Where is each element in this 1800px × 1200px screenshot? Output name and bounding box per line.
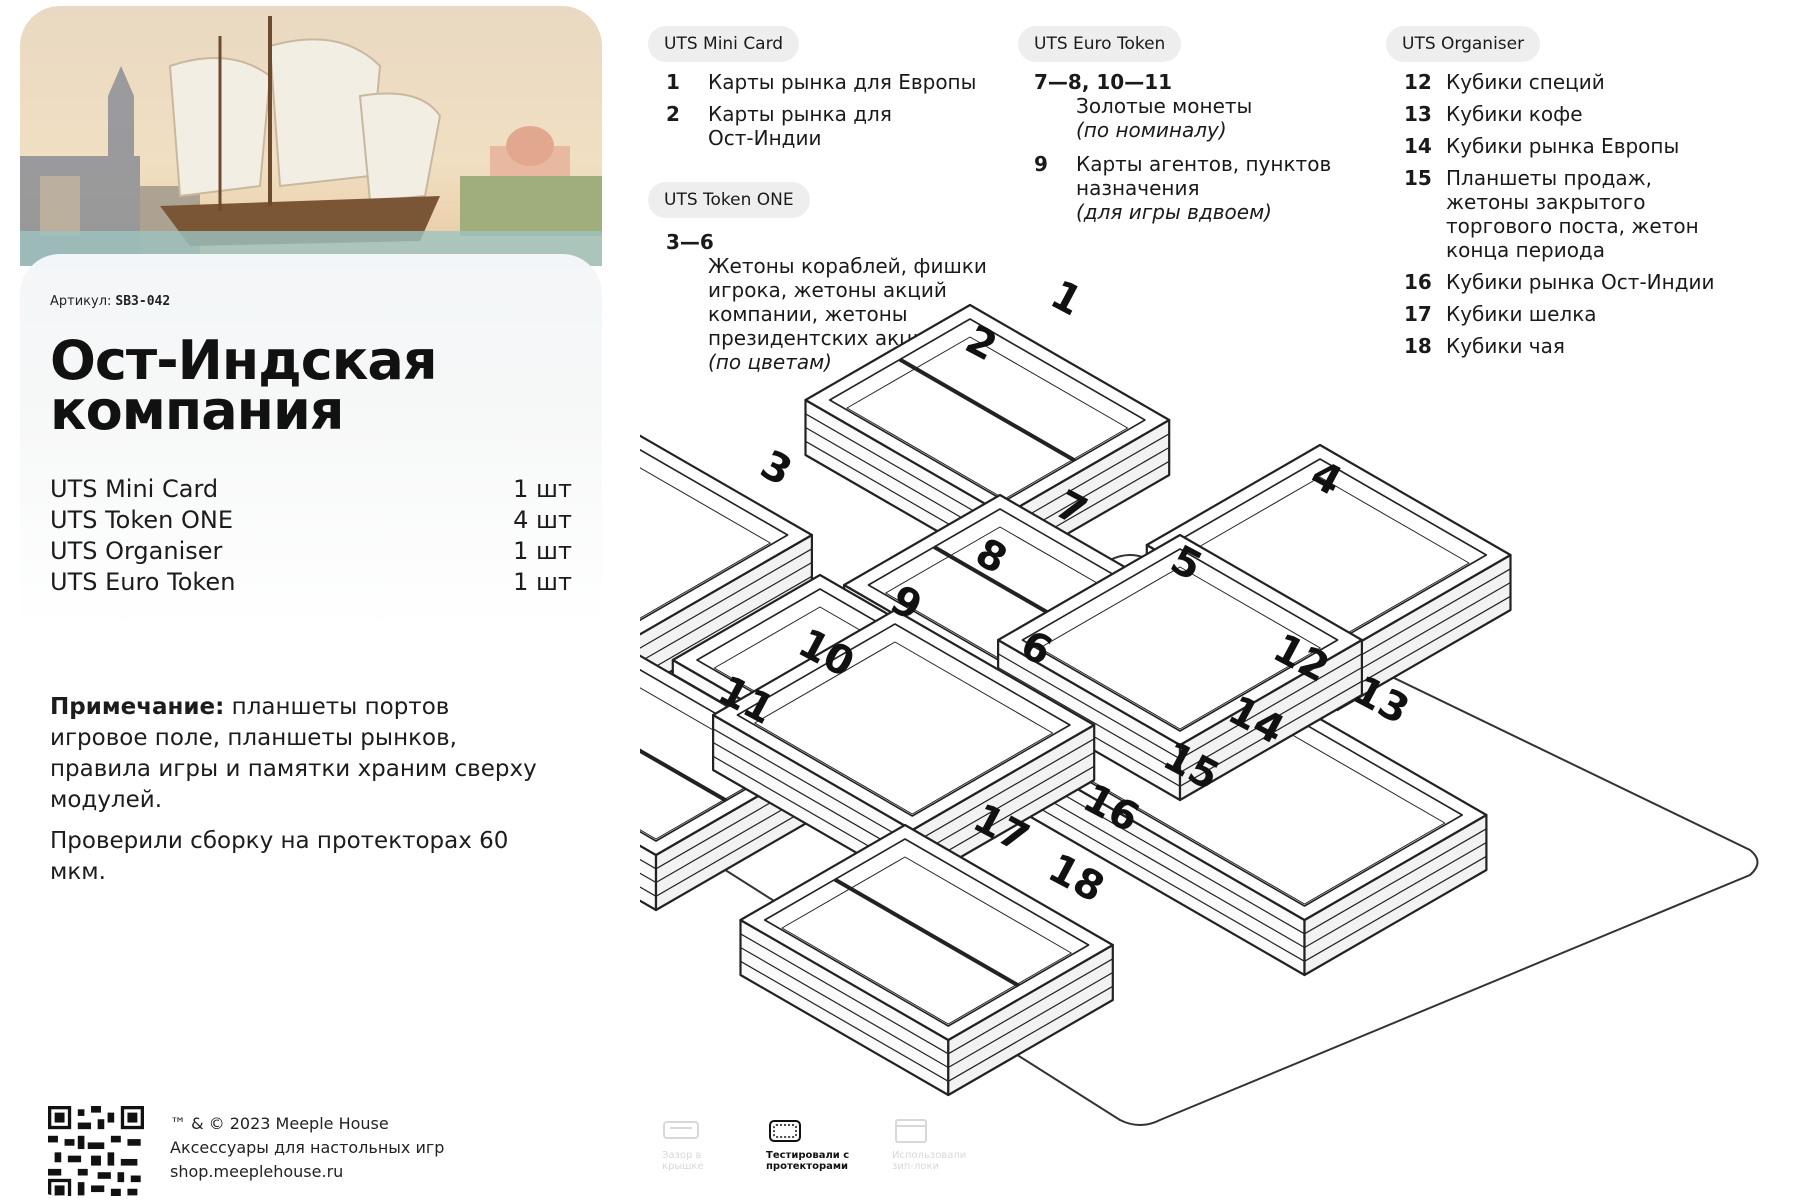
legend-text: Кубики кофе xyxy=(1446,102,1583,126)
legend-text-block: Карты агентов, пунктов назначения (для и… xyxy=(1076,152,1344,224)
label-3: 3 xyxy=(753,442,799,496)
icon-lid-gap: Зазор в крышке xyxy=(662,1118,732,1172)
component-qty: 1 шт xyxy=(513,537,572,565)
legend-text: Карты рынка для Европы xyxy=(708,70,977,94)
legend-num: 2 xyxy=(666,102,680,126)
legend-num: 13 xyxy=(1404,102,1432,126)
component-qty: 4 шт xyxy=(513,506,572,534)
legend-item: 15 Планшеты продаж, жетоны закрытого торг… xyxy=(1404,166,1774,262)
chip-organiser: UTS Organiser xyxy=(1386,26,1541,62)
qr-code-icon[interactable] xyxy=(48,1106,144,1196)
note-protectors: Проверили сборку на протекторах 60 мкм. xyxy=(50,828,509,885)
legend-item: 14 Кубики рынка Европы xyxy=(1404,134,1774,158)
component-qty: 1 шт xyxy=(513,568,572,596)
legend-num: 15 xyxy=(1404,166,1432,190)
chip-token-one: UTS Token ONE xyxy=(648,182,810,218)
component-row: UTS Organiser 1 шт xyxy=(50,536,572,567)
legend-num: 16 xyxy=(1404,270,1432,294)
legend-item: 9 Карты агентов, пунктов назначения (для… xyxy=(1034,152,1344,224)
copyright: ™ & © 2023 Meeple House xyxy=(170,1114,389,1133)
legend-text-block: Жетоны кораблей, фишки игрока, жетоны ак… xyxy=(666,254,1016,374)
legend-num: 3—6 xyxy=(666,230,714,254)
box-mini-card xyxy=(804,303,1171,572)
component-name: UTS Organiser xyxy=(50,537,223,565)
component-name: UTS Euro Token xyxy=(50,568,236,596)
legend-item: 13 Кубики кофе xyxy=(1404,102,1774,126)
sku-code: SB3-042 xyxy=(115,294,171,309)
legend-italic: (по цветам) xyxy=(708,350,832,374)
legend-text: Жетоны кораблей, фишки игрока, жетоны ак… xyxy=(708,254,987,350)
component-name: UTS Token ONE xyxy=(50,506,234,534)
chip-mini-card: UTS Mini Card xyxy=(648,26,800,62)
legend-num: 14 xyxy=(1404,134,1432,158)
legend-item: 17 Кубики шелка xyxy=(1404,302,1774,326)
product-title: Ост-Индская компания xyxy=(50,329,570,442)
legend-text-block: Золотые монеты (по номиналу) xyxy=(1034,94,1344,142)
icon-sleeves-tested: Тестировали с протекторами xyxy=(766,1118,866,1172)
title-line-1: Ост-Индская xyxy=(50,329,438,392)
label-1: 1 xyxy=(1043,272,1089,326)
chip-euro-token: UTS Euro Token xyxy=(1018,26,1182,62)
shop-link[interactable]: shop.meeplehouse.ru xyxy=(170,1162,344,1181)
legend-item: 2 Карты рынка для Ост-Индии xyxy=(666,102,1006,150)
legend-num: 9 xyxy=(1034,152,1048,176)
info-panel: Артикул:SB3-042 Ост-Индская компания UTS… xyxy=(20,254,602,1196)
legend-item: 1 Карты рынка для Европы xyxy=(666,70,1006,94)
legend-item: 12 Кубики специй xyxy=(1404,70,1774,94)
legend-item: 18 Кубики чая xyxy=(1404,334,1774,358)
legend-text: Кубики рынка Ост-Индии xyxy=(1446,270,1715,294)
component-row: UTS Euro Token 1 шт xyxy=(50,567,572,598)
legend-num: 17 xyxy=(1404,302,1432,326)
footer: ™ & © 2023 Meeple House Аксессуары для н… xyxy=(48,1106,588,1196)
footer-text: ™ & © 2023 Meeple House Аксессуары для н… xyxy=(170,1112,444,1184)
tagline: Аксессуары для настольных игр xyxy=(170,1138,445,1157)
legend-text: Кубики специй xyxy=(1446,70,1605,94)
product-card: Артикул:SB3-042 Ост-Индская компания UTS… xyxy=(20,6,602,1196)
icon-label: Тестировали с протекторами xyxy=(766,1150,850,1172)
box-organiser-17-18 xyxy=(739,823,1114,1097)
box-token-5 xyxy=(997,533,1364,802)
box-token-3 xyxy=(640,434,813,691)
component-list: UTS Mini Card 1 шт UTS Token ONE 4 шт UT… xyxy=(50,474,572,598)
legend-num: 1 xyxy=(666,70,680,94)
legend-item: 16 Кубики рынка Ост-Индии xyxy=(1404,270,1774,294)
legend-text: Планшеты продаж, жетоны закрытого торгов… xyxy=(1446,166,1699,262)
legend-num: 7—8, 10—11 xyxy=(1034,70,1173,94)
component-row: UTS Token ONE 4 шт xyxy=(50,505,572,536)
icon-ziplock: Использовали зип-локи xyxy=(892,1118,982,1172)
legend-text: Золотые монеты xyxy=(1076,94,1253,118)
legend-italic: (для игры вдвоем) xyxy=(1076,200,1272,224)
sku-label: Артикул: xyxy=(50,294,112,309)
component-row: UTS Mini Card 1 шт xyxy=(50,474,572,505)
sku: Артикул:SB3-042 xyxy=(50,294,170,309)
legend-num: 12 xyxy=(1404,70,1432,94)
legend-text: Карты рынка для Ост-Индии xyxy=(708,102,892,150)
note-text: планшеты портов игровое поле, планшеты р… xyxy=(50,694,537,813)
legend-mini-card: 1 Карты рынка для Европы 2 Карты рынка д… xyxy=(666,70,1006,158)
note-paragraph: Примечание: планшеты портов игровое поле… xyxy=(50,692,550,816)
legend-token-one: 3—6 Жетоны кораблей, фишки игрока, жетон… xyxy=(666,230,1016,374)
feature-icons: Зазор в крышке Тестировали с протекторам… xyxy=(662,1118,992,1188)
title-line-2: компания xyxy=(50,379,344,442)
legend-text: Кубики рынка Европы xyxy=(1446,134,1680,158)
icon-label: Зазор в крышке xyxy=(662,1150,704,1172)
component-name: UTS Mini Card xyxy=(50,475,219,503)
legend-text: Кубики шелка xyxy=(1446,302,1597,326)
component-qty: 1 шт xyxy=(513,475,572,503)
note-bold: Примечание: xyxy=(50,694,225,720)
legend-italic: (по номиналу) xyxy=(1076,118,1227,142)
box-group xyxy=(640,303,1512,1097)
legend-text: Кубики чая xyxy=(1446,334,1565,358)
cover-artwork xyxy=(20,6,602,266)
legend-text: Карты агентов, пунктов назначения xyxy=(1076,152,1332,200)
note-block: Примечание: планшеты портов игровое поле… xyxy=(50,692,550,898)
legend-num: 18 xyxy=(1404,334,1432,358)
legend-euro-token: 7—8, 10—11 Золотые монеты (по номиналу) … xyxy=(1034,70,1344,232)
icon-label: Использовали зип-локи xyxy=(892,1150,967,1172)
